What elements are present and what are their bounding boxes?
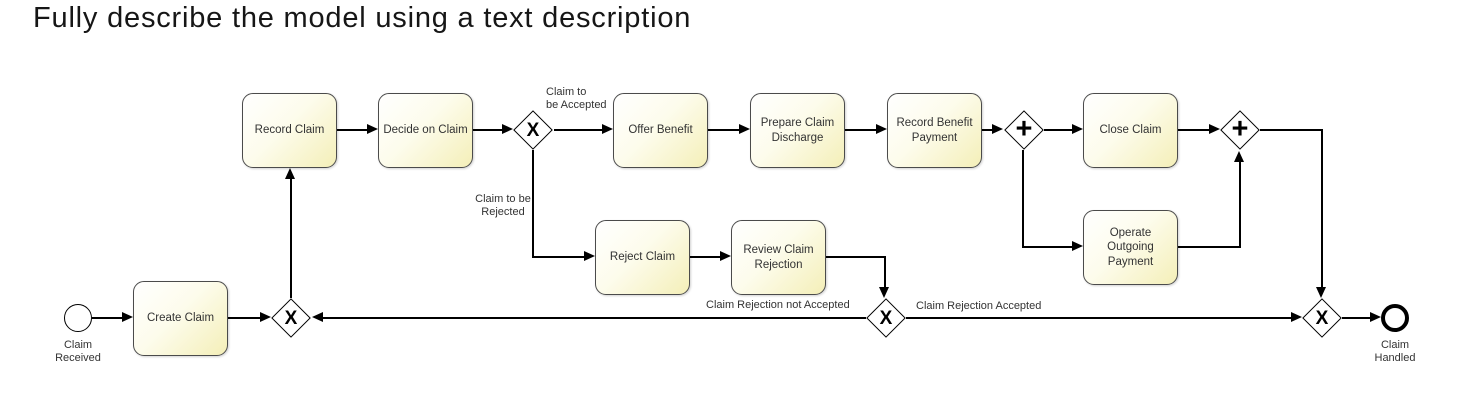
- flow-line: [1022, 150, 1024, 247]
- flow-line: [532, 256, 584, 258]
- task-decide-on-claim: Decide on Claim: [378, 93, 473, 168]
- flow-arrowhead: [876, 124, 887, 134]
- task-prepare-claim-discharge: Prepare Claim Discharge: [750, 93, 845, 168]
- task-close-claim: Close Claim: [1083, 93, 1178, 168]
- flow-line: [982, 129, 992, 131]
- flow-line: [690, 256, 720, 258]
- flow-arrowhead: [602, 124, 613, 134]
- flow-arrowhead: [1316, 287, 1326, 298]
- flow-arrowhead: [1370, 312, 1381, 322]
- flow-arrowhead: [260, 312, 271, 322]
- xor-gateway-icon: X: [526, 119, 540, 141]
- flow-line: [1239, 162, 1241, 247]
- gateway-xor-rejection-decision: X: [866, 298, 906, 338]
- and-gateway-icon: +: [1231, 112, 1249, 145]
- end-event-circle: [1381, 304, 1409, 332]
- task-offer-benefit: Offer Benefit: [613, 93, 708, 168]
- flow-line: [554, 129, 602, 131]
- flow-line: [1260, 129, 1322, 131]
- flow-arrowhead: [1234, 151, 1244, 162]
- edge-label-claim-to-be-accepted: Claim to be Accepted: [546, 86, 607, 112]
- flow-arrowhead: [1072, 241, 1083, 251]
- flow-line: [884, 256, 886, 287]
- flow-arrowhead: [879, 287, 889, 298]
- task-label: Record Claim: [254, 124, 325, 137]
- gateway-and-join: +: [1220, 110, 1260, 150]
- start-event-label: Claim Received: [55, 339, 101, 365]
- flow-line: [337, 129, 367, 131]
- task-label: Reject Claim: [609, 251, 676, 264]
- flow-arrowhead: [1209, 124, 1220, 134]
- flow-line: [228, 317, 260, 319]
- task-label: Create Claim: [146, 312, 215, 325]
- task-label: Record Benefit Payment: [896, 117, 973, 144]
- edge-label-claim-rejection-not-accepted: Claim Rejection not Accepted: [706, 299, 850, 311]
- flow-line: [323, 317, 866, 319]
- flow-line: [708, 129, 739, 131]
- gateway-xor-merge-final: X: [1302, 298, 1342, 338]
- flow-line: [1022, 246, 1072, 248]
- task-reject-claim: Reject Claim: [595, 220, 690, 295]
- flow-line: [473, 129, 502, 131]
- page-title: Fully describe the model using a text de…: [33, 2, 692, 34]
- xor-gateway-icon: X: [284, 307, 298, 329]
- task-label: Decide on Claim: [383, 124, 468, 137]
- flow-arrowhead: [1072, 124, 1083, 134]
- and-gateway-icon: +: [1015, 112, 1033, 145]
- flow-arrowhead: [285, 168, 295, 179]
- edge-label-claim-rejection-accepted: Claim Rejection Accepted: [916, 300, 1042, 312]
- flow-arrowhead: [992, 124, 1003, 134]
- task-label: Operate Outgoing Payment: [1107, 226, 1154, 268]
- flow-arrowhead: [312, 312, 323, 322]
- flow-line: [845, 129, 876, 131]
- gateway-and-split: +: [1004, 110, 1044, 150]
- task-record-claim: Record Claim: [242, 93, 337, 168]
- task-create-claim: Create Claim: [133, 281, 228, 356]
- xor-gateway-icon: X: [879, 307, 893, 329]
- flow-arrowhead: [367, 124, 378, 134]
- flow-line: [1178, 246, 1241, 248]
- task-label: Review Claim Rejection: [743, 244, 814, 271]
- flow-line: [1044, 129, 1072, 131]
- flow-line: [1321, 129, 1323, 287]
- task-review-claim-rejection: Review Claim Rejection: [731, 220, 826, 295]
- task-label: Offer Benefit: [628, 124, 693, 137]
- flow-arrowhead: [739, 124, 750, 134]
- task-label: Prepare Claim Discharge: [760, 117, 835, 144]
- flow-arrowhead: [720, 251, 731, 261]
- flow-line: [92, 317, 122, 319]
- gateway-xor-merge-restart: X: [271, 298, 311, 338]
- gateway-xor-split-accept-reject: X: [513, 110, 553, 150]
- task-operate-outgoing-payment: Operate Outgoing Payment: [1083, 210, 1178, 285]
- flow-line: [826, 256, 886, 258]
- xor-gateway-icon: X: [1315, 307, 1329, 329]
- flow-arrowhead: [1291, 312, 1302, 322]
- task-record-benefit-payment: Record Benefit Payment: [887, 93, 982, 168]
- flow-line: [532, 150, 534, 257]
- flow-line: [1178, 129, 1209, 131]
- flow-arrowhead: [502, 124, 513, 134]
- flow-line: [906, 317, 1291, 319]
- end-event-label: Claim Handled: [1374, 339, 1416, 365]
- flow-arrowhead: [122, 312, 133, 322]
- start-event-circle: [64, 304, 92, 332]
- flow-arrowhead: [584, 251, 595, 261]
- task-label: Close Claim: [1099, 124, 1162, 137]
- edge-label-claim-to-be-rejected: Claim to be Rejected: [475, 193, 531, 219]
- flow-line: [290, 179, 292, 298]
- flow-line: [1342, 317, 1370, 319]
